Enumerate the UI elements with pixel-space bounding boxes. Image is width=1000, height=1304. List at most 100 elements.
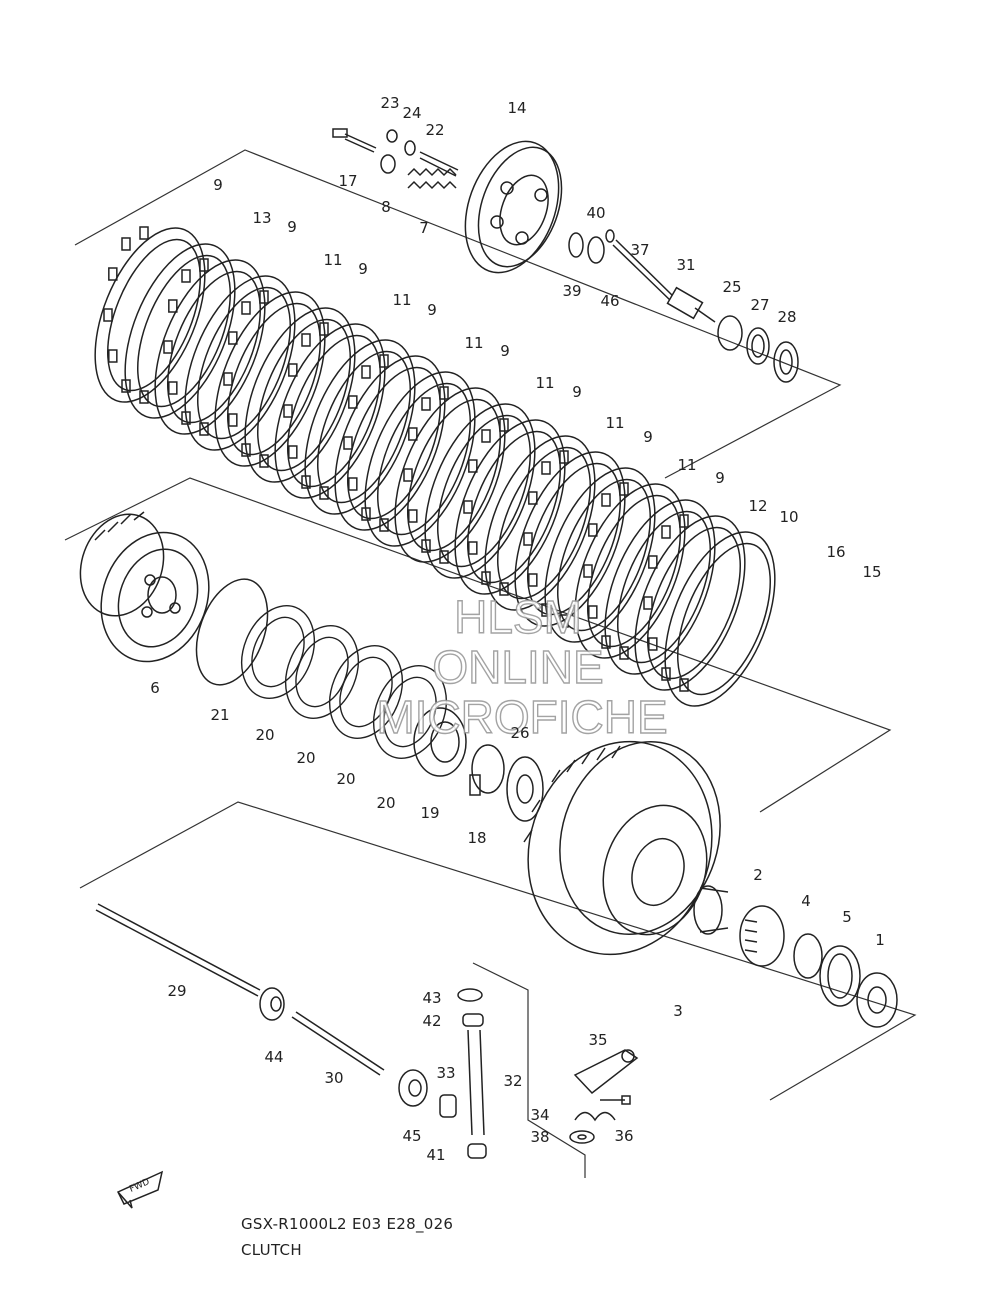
part-number-label: 13 <box>252 209 271 227</box>
part-number-label: 46 <box>600 292 619 310</box>
driven-plate <box>244 307 356 483</box>
part-number-label: 7 <box>419 219 429 237</box>
part-number-label: 2 <box>753 866 763 884</box>
part-number-label: 34 <box>530 1106 549 1124</box>
judder-spring-plate <box>373 665 447 759</box>
judder-spring-plate <box>285 625 359 719</box>
part-number-label: 19 <box>420 804 439 822</box>
part-number-label: 4 <box>801 892 811 910</box>
push-piece <box>666 286 716 323</box>
spring-34 <box>574 1111 616 1122</box>
part-number-label: 6 <box>150 679 160 697</box>
primary-driven-gear <box>523 740 721 956</box>
part-number-label: 39 <box>562 282 581 300</box>
part-number-label: 14 <box>507 99 526 117</box>
part-number-label: 20 <box>376 794 395 812</box>
part-number-label: 26 <box>510 724 529 742</box>
oil-seal-45 <box>398 1069 428 1107</box>
clutch-sleeve-hub <box>79 511 210 663</box>
part-number-label: 9 <box>643 428 653 446</box>
lower-rod-parts <box>95 903 428 1107</box>
part-number-label: 31 <box>676 256 695 274</box>
part-number-label: 30 <box>324 1069 343 1087</box>
drive-plate <box>514 450 626 628</box>
part-number-label: 11 <box>535 374 554 392</box>
bearing-44 <box>259 987 285 1021</box>
driven-plate <box>484 435 596 611</box>
part-number-label: 25 <box>722 278 741 296</box>
spring-stud <box>419 151 459 177</box>
release-shaft-parts <box>439 988 487 1159</box>
washer-38 <box>569 1130 595 1144</box>
drive-plate <box>634 514 746 692</box>
needle-bearing-5 <box>819 945 861 1007</box>
spacer <box>693 885 729 935</box>
part-number-label: 18 <box>467 829 486 847</box>
part-number-label: 8 <box>381 198 391 216</box>
clutch-spring <box>407 167 457 190</box>
pressure-plate-group <box>332 128 799 383</box>
bearing-42 <box>462 1013 484 1027</box>
part-number-label: 37 <box>630 241 649 259</box>
push-rod-30 <box>291 1011 385 1076</box>
part-number-label: 3 <box>673 1002 683 1020</box>
collar-18 <box>469 744 505 796</box>
washer-28 <box>773 341 799 383</box>
part-number-label: 28 <box>777 308 796 326</box>
part-number-label: 38 <box>530 1128 549 1146</box>
part-number-label: 33 <box>436 1064 455 1082</box>
part-number-label: 11 <box>323 251 342 269</box>
drive-plate <box>214 290 326 468</box>
bolt-36 <box>600 1095 631 1105</box>
part-number-label: 23 <box>380 94 399 112</box>
driven-plate <box>424 403 536 579</box>
part-number-label: 11 <box>677 456 696 474</box>
watermark-line1: HLSM <box>454 591 582 643</box>
washer-28-inner <box>779 349 793 375</box>
wire-ring <box>195 578 269 686</box>
part-number-label: 5 <box>842 908 852 926</box>
part-number-label: 45 <box>402 1127 421 1145</box>
part-number-label: 42 <box>422 1012 441 1030</box>
driven-plate <box>184 275 296 451</box>
model-code: GSX-R1000L2 E03 E28_026 <box>241 1215 454 1233</box>
part-number-label: 24 <box>402 104 421 122</box>
release-lever-parts <box>569 1049 639 1144</box>
driven-plate <box>604 499 716 675</box>
part-number-label: 43 <box>422 989 441 1007</box>
part-number-label: 15 <box>862 563 881 581</box>
watermark: HLSM ONLINE MICROFICHE <box>376 590 669 743</box>
lock-washer-inner <box>751 334 765 358</box>
part-number-label: 22 <box>425 121 444 139</box>
driven-plate <box>364 371 476 547</box>
washer <box>404 140 416 156</box>
driven-plate <box>544 467 656 643</box>
clutch-nut <box>717 315 743 351</box>
pin-33 <box>439 1094 457 1118</box>
bearing-41 <box>467 1143 487 1159</box>
bearing <box>587 236 605 264</box>
part-number-label: 32 <box>503 1072 522 1090</box>
watermark-line3: MICROFICHE <box>376 691 667 743</box>
part-number-label: 12 <box>748 497 767 515</box>
drive-plate <box>394 386 506 564</box>
drive-plate <box>334 354 446 532</box>
nut <box>386 129 398 143</box>
pressure-plate <box>464 140 563 274</box>
part-number-label: 36 <box>614 1127 633 1145</box>
part-number-label: 9 <box>213 176 223 194</box>
part-number-label: 21 <box>210 706 229 724</box>
part-number-label: 11 <box>464 334 483 352</box>
part-number-label: 41 <box>426 1146 445 1164</box>
part-number-label: 1 <box>875 931 885 949</box>
spring-seat-19 <box>413 707 467 777</box>
driven-plate <box>304 339 416 515</box>
part-number-label: 9 <box>572 383 582 401</box>
thrust-washer <box>568 232 584 258</box>
spring-seat <box>380 154 396 174</box>
part-number-label: 20 <box>336 770 355 788</box>
part-number-label: 9 <box>287 218 297 236</box>
needle-bearing <box>739 905 785 967</box>
